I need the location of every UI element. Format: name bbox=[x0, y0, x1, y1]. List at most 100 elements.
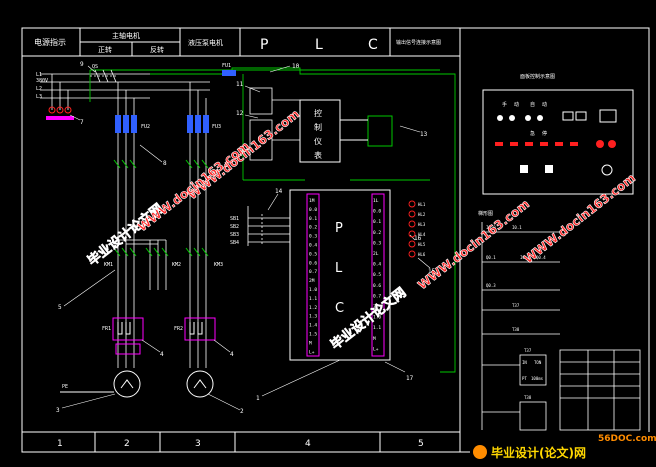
title-power-indicator: 电源指示 bbox=[34, 37, 66, 47]
zone-4: 4 bbox=[305, 439, 311, 449]
callout-8: 8 bbox=[163, 160, 167, 167]
callout-9: 9 bbox=[80, 61, 84, 68]
plc-output-label: 1L bbox=[373, 198, 379, 204]
label-pe: PE bbox=[62, 384, 68, 390]
title-plc-p: P bbox=[260, 37, 268, 53]
plc-output-label: 1.1 bbox=[373, 325, 381, 331]
plc-output-label: 3L bbox=[373, 304, 379, 310]
indicator-hl4: HL4 bbox=[418, 232, 426, 237]
output-lamps bbox=[408, 200, 416, 258]
plc-output-label: 0.6 bbox=[373, 283, 381, 289]
plc-input-label: 1M bbox=[309, 198, 315, 204]
ladder-contact-7: T37 bbox=[512, 303, 520, 308]
indicator-hl5: HL5 bbox=[418, 242, 426, 247]
plc-letter-l: L bbox=[335, 261, 343, 276]
ladder-timer-ms: 100ms bbox=[531, 376, 544, 381]
zone-3: 3 bbox=[195, 439, 201, 449]
plc-input-terminals: 1M0.00.10.20.30.40.50.60.72M1.01.11.21.3… bbox=[309, 198, 317, 355]
power-bus bbox=[40, 73, 210, 110]
switch-sb4: SB4 bbox=[230, 240, 239, 246]
control-instrument bbox=[299, 99, 393, 163]
controller-char-4: 表 bbox=[314, 150, 322, 160]
plc-output-label: 0.7 bbox=[373, 293, 381, 299]
indicator-hl1: HL1 bbox=[418, 202, 426, 207]
indicator-hl2: HL2 bbox=[418, 212, 426, 217]
plc-output-label: 0.1 bbox=[373, 219, 381, 225]
callout-16: 16 bbox=[414, 235, 422, 242]
fuses-fu2-fu3 bbox=[115, 115, 209, 133]
watermark-url-3: WWW.docin163.com bbox=[521, 171, 638, 267]
plc-input-label: 0.4 bbox=[309, 243, 317, 249]
footer-bg bbox=[470, 432, 656, 467]
label-fu2: FU2 bbox=[141, 124, 150, 130]
callout-17: 17 bbox=[406, 375, 414, 382]
callout-3: 3 bbox=[56, 407, 60, 414]
power-indicator-lamps bbox=[46, 106, 74, 120]
plc-output-label: 0.3 bbox=[373, 240, 381, 246]
plc-input-label: 0.3 bbox=[309, 234, 317, 240]
zone-2: 2 bbox=[124, 439, 130, 449]
thermal-relays bbox=[112, 317, 216, 355]
callout-4a: 4 bbox=[160, 351, 164, 358]
label-l3: L3 bbox=[36, 94, 42, 100]
callout-10: 10 bbox=[292, 63, 300, 70]
panel-manual-1: 手 bbox=[502, 101, 507, 108]
ladder-contact-6: Q0.3 bbox=[486, 283, 496, 288]
callout-5: 5 bbox=[58, 304, 62, 311]
ladder-contact-1: I0.0 bbox=[486, 225, 496, 230]
ladder-contact-8: T38 bbox=[512, 327, 520, 332]
ladder-timer-ton: TON bbox=[534, 360, 542, 365]
ladder-timer-in: IN bbox=[522, 360, 527, 365]
ladder-timer-pt: PT bbox=[522, 376, 527, 381]
callout-13: 13 bbox=[420, 131, 428, 138]
panel-estop-1: 急 bbox=[530, 130, 535, 137]
drawing-frame bbox=[21, 27, 650, 453]
ladder-contact-5: Q0.4 bbox=[536, 255, 546, 260]
footer-url: 56DOC.com bbox=[598, 434, 656, 444]
title-reverse: 反转 bbox=[150, 45, 164, 54]
plc-output-label: 0.4 bbox=[373, 262, 381, 268]
indicator-hl6: HL6 bbox=[418, 252, 426, 257]
label-fr2: FR2 bbox=[174, 326, 183, 332]
ladder-title: 梯形图 bbox=[478, 210, 493, 217]
panel-title: 面板控制示意图 bbox=[520, 73, 555, 80]
label-fr1: FR1 bbox=[102, 326, 111, 332]
plc-output-label: 0.5 bbox=[373, 272, 381, 278]
controller-char-1: 控 bbox=[314, 108, 322, 118]
plc-input-label: L+ bbox=[309, 349, 315, 355]
callout-leaders bbox=[61, 65, 431, 411]
switch-sb2: SB2 bbox=[230, 224, 239, 230]
plc-output-label: 2L bbox=[373, 251, 379, 257]
callout-11: 11 bbox=[236, 81, 244, 88]
plc-input-label: 0.6 bbox=[309, 260, 317, 266]
label-fu1: FU1 bbox=[222, 63, 231, 69]
callout-2: 2 bbox=[240, 408, 244, 415]
switch-sb3: SB3 bbox=[230, 232, 239, 238]
panel-manual-2: 动 bbox=[514, 101, 519, 108]
fu1-area bbox=[222, 70, 300, 161]
title-plc-c: C bbox=[368, 37, 378, 53]
ladder-contact-4: I0.2 bbox=[520, 255, 530, 260]
label-km1: KM1 bbox=[104, 262, 113, 268]
plc-input-label: 1.2 bbox=[309, 305, 317, 311]
ladder-timer-2: T38 bbox=[524, 395, 532, 400]
footer-brand: 毕业设计(论文)网 bbox=[491, 445, 586, 460]
label-supply: 380V bbox=[36, 78, 48, 84]
plc-input-label: 0.0 bbox=[309, 207, 317, 213]
plc-input-label: 1.4 bbox=[309, 323, 317, 329]
switch-sb1: SB1 bbox=[230, 216, 239, 222]
plc-input-label: M bbox=[309, 340, 312, 346]
ladder-contact-3: Q0.1 bbox=[486, 255, 496, 260]
label-l2: L2 bbox=[36, 86, 42, 92]
label-l1: L1 bbox=[36, 72, 42, 78]
start-stop-switches bbox=[247, 206, 290, 246]
label-qs: QS bbox=[92, 64, 98, 70]
ladder-contact-2: I0.1 bbox=[512, 225, 522, 230]
plc-letter-c: C bbox=[335, 301, 344, 316]
callout-15: 15 bbox=[428, 268, 436, 275]
contactors-km bbox=[113, 159, 209, 257]
plc-input-label: 0.1 bbox=[309, 216, 317, 222]
callout-14: 14 bbox=[275, 188, 283, 195]
ladder-timer-1: T37 bbox=[524, 348, 532, 353]
